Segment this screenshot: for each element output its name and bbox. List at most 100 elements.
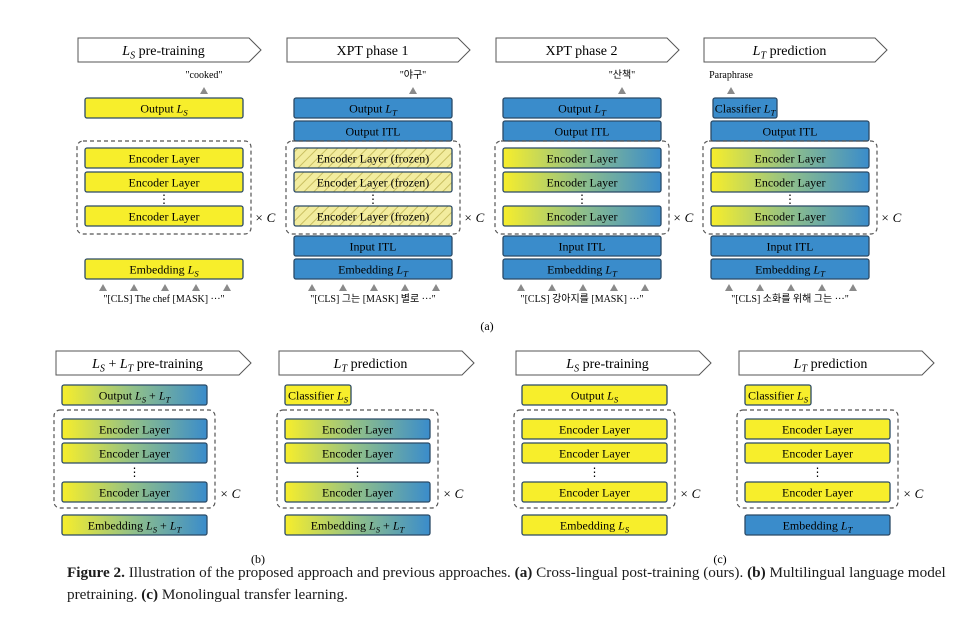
encoder-layer-part_c-2-2: Encoder Layer (744, 442, 891, 464)
times-c-part_b-2: × C (443, 486, 464, 501)
encoder-layer-a-4-2-label: Encoder Layer (755, 176, 826, 190)
embedding-part_b-2-label: Embedding LS​ + LT​ (311, 519, 406, 535)
input-itl-a-4-box (710, 235, 870, 257)
header-label: LT​ prediction (333, 357, 408, 375)
encoder-layer-a-3-3-box (502, 205, 662, 227)
encoder-layer-part_b-1-3-box (61, 481, 208, 503)
output-itl-a-3-label: Output ITL (555, 125, 610, 139)
encoder-stack-a-1 (76, 140, 252, 235)
output-block-a-2: Output LT​ (293, 97, 453, 119)
sublabel-a: (a) (480, 319, 493, 333)
figure-caption: Figure 2. Illustration of the proposed a… (67, 562, 947, 606)
header-arrow-shape (703, 37, 888, 63)
token-arrow-a-1-5 (223, 284, 231, 291)
output-itl-a-4: Output ITL (710, 120, 870, 142)
token-arrow-a-3-4 (610, 284, 618, 291)
encoder-layer-a-2-2-label: Encoder Layer (frozen) (317, 176, 430, 190)
top-block-part_b-2: Classifier LS​ (284, 384, 352, 406)
header-label: XPT phase 2 (545, 44, 617, 59)
output-block-a-1: Output LS​ (84, 97, 244, 119)
header-arrow-shape (738, 350, 935, 376)
token-arrow-a-3-1 (517, 284, 525, 291)
sublabel-part_b: (b) (251, 552, 265, 566)
header-part_b-1: LS​ + LT​ pre-training (55, 350, 252, 376)
encoder-layer-part_c-2-1-box (744, 418, 891, 440)
header-part_c-1: LS​ pre-training (515, 350, 712, 376)
encoder-layer-a-4-1: Encoder Layer (710, 147, 870, 169)
encoder-layer-part_b-2-1-box (284, 418, 431, 440)
sublabel-part_c: (c) (713, 552, 726, 566)
output-arrow-a-2 (409, 87, 417, 94)
times-c-a-4: × C (881, 210, 902, 225)
top-block-part_c-2: Classifier LS​ (744, 384, 812, 406)
tokens-a-3: "[CLS] 강아지를 [MASK] ···" (520, 293, 643, 305)
caption-c-text: Monolingual transfer learning. (158, 586, 348, 603)
encoder-layer-part_b-1-1-box (61, 418, 208, 440)
encoder-layer-part_b-1-2: Encoder Layer (61, 442, 208, 464)
encoder-stack-a-3 (494, 140, 670, 235)
token-arrow-a-2-5 (432, 284, 440, 291)
encoder-layer-a-4-2-box (710, 171, 870, 193)
encoder-layer-a-1-1: Encoder Layer (84, 147, 244, 169)
token-arrow-a-1-3 (161, 284, 169, 291)
encoder-layer-a-3-2: Encoder Layer (502, 171, 662, 193)
ellipsis-part_c-2: ⋮ (812, 465, 824, 479)
token-arrow-a-4-3 (787, 284, 795, 291)
embedding-part_c-1-label: Embedding LS​ (560, 519, 630, 535)
embedding-part_c-1: Embedding LS​ (521, 514, 668, 536)
caption-a-text: Cross-lingual post-training (ours). (532, 564, 748, 581)
ellipsis-part_b-1: ⋮ (129, 465, 141, 479)
times-c-part_c-1: × C (680, 486, 701, 501)
output-block-a-2-label: Output LT​ (349, 102, 398, 118)
input-itl-a-2: Input ITL (293, 235, 453, 257)
encoder-layer-part_c-1-1: Encoder Layer (521, 418, 668, 440)
encoder-layer-a-2-2: Encoder Layer (frozen) (293, 171, 453, 193)
classifier-block-a-4-label: Classifier LT​ (715, 102, 777, 118)
top-block-part_b-1-label: Output LS​ + LT​ (99, 389, 172, 405)
caption-text-1: Illustration of the proposed approach an… (124, 564, 515, 581)
embedding-part_b-1-label: Embedding LS​ + LT​ (88, 519, 183, 535)
token-arrow-a-3-3 (579, 284, 587, 291)
encoder-layer-a-2-3-box (293, 205, 453, 227)
header-a-2: XPT phase 1 (286, 37, 471, 63)
header-a-3: XPT phase 2 (495, 37, 680, 63)
times-c-a-2: × C (464, 210, 485, 225)
encoder-layer-a-3-3: Encoder Layer (502, 205, 662, 227)
token-arrow-a-1-4 (192, 284, 200, 291)
encoder-layer-a-4-3-label: Encoder Layer (755, 210, 826, 224)
output-block-a-2-box (293, 97, 453, 119)
input-itl-a-2-label: Input ITL (350, 240, 397, 254)
top-block-part_c-1-box (521, 384, 668, 406)
embedding-part_b-1: Embedding LS​ + LT​ (61, 514, 208, 536)
top-block-part_b-1: Output LS​ + LT​ (61, 384, 208, 406)
header-arrow-shape (278, 350, 475, 376)
top-block-part_c-1-label: Output LS​ (571, 389, 619, 405)
ellipsis-part_b-2: ⋮ (352, 465, 364, 479)
encoder-layer-a-1-1-label: Encoder Layer (129, 152, 200, 166)
embedding-part_c-2: Embedding LT​ (744, 514, 891, 536)
caption-a-label: (a) (514, 564, 533, 581)
output-itl-a-2: Output ITL (293, 120, 453, 142)
output-itl-a-3: Output ITL (502, 120, 662, 142)
embedding-a-2-label: Embedding LT​ (338, 263, 409, 279)
encoder-layer-a-4-3: Encoder Layer (710, 205, 870, 227)
encoder-layer-part_b-2-1-label: Encoder Layer (322, 423, 393, 437)
header-a-1: LS​ pre-training (77, 37, 262, 63)
embedding-part_b-2-box (284, 514, 431, 536)
tokens-a-1: "[CLS] The chef [MASK] ···" (103, 294, 224, 305)
encoder-layer-part_c-1-1-label: Encoder Layer (559, 423, 630, 437)
header-label: LS​ pre-training (121, 44, 204, 62)
encoder-layer-part_c-2-1: Encoder Layer (744, 418, 891, 440)
header-label: LT​ prediction (752, 44, 827, 62)
encoder-layer-part_c-1-2: Encoder Layer (521, 442, 668, 464)
encoder-layer-part_c-2-2-label: Encoder Layer (782, 447, 853, 461)
encoder-layer-part_c-1-1-box (521, 418, 668, 440)
encoder-layer-a-2-3: Encoder Layer (frozen) (293, 205, 453, 227)
encoder-layer-a-3-1-label: Encoder Layer (547, 152, 618, 166)
header-a-4: LT​ prediction (703, 37, 888, 63)
classifier-block-a-4: Classifier LT​ (712, 97, 778, 119)
token-arrow-a-2-4 (401, 284, 409, 291)
input-itl-a-3-label: Input ITL (559, 240, 606, 254)
encoder-layer-a-1-3: Encoder Layer (84, 205, 244, 227)
